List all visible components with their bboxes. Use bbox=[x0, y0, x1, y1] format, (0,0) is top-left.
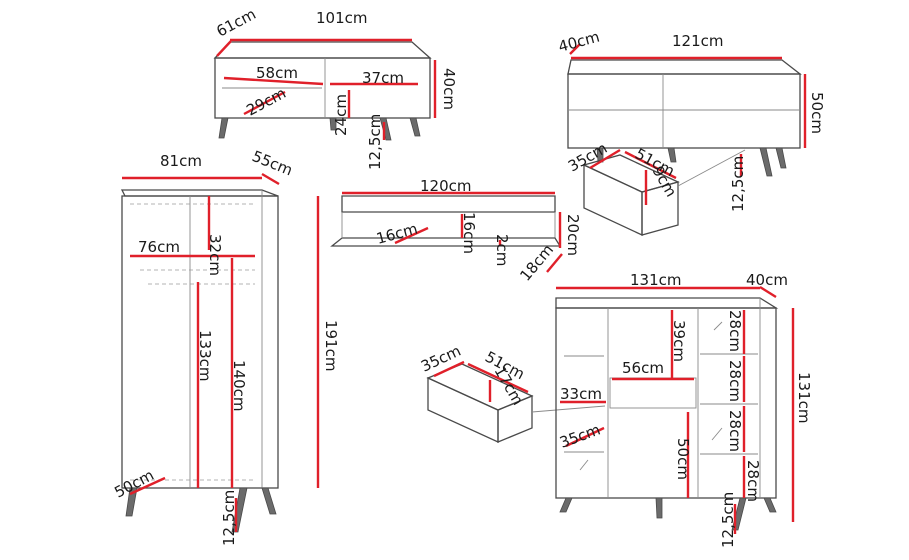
highboard-height-label: 131cm bbox=[795, 372, 813, 424]
tv-stand-depth-label: 40cm bbox=[556, 28, 601, 56]
coffee-table-leg-height-label: 12,5cm bbox=[366, 114, 384, 170]
depth-measure-line bbox=[216, 40, 232, 57]
highboard-shelf-3-label: 28cm bbox=[726, 410, 744, 452]
wardrobe-body bbox=[121, 195, 279, 489]
inner-depth-measure-line bbox=[243, 90, 286, 116]
wardrobe-inner-height-label: 140cm bbox=[230, 360, 248, 412]
highboard-leg-height-label: 12,5cm bbox=[719, 492, 737, 548]
tv-stand-leg-height-label: 12,5cm bbox=[729, 156, 747, 212]
inner-depth-measure-line bbox=[394, 226, 429, 245]
tv-stand-leg bbox=[596, 147, 604, 163]
wardrobe-leg bbox=[261, 487, 277, 515]
tv-stand-drawer-depth-label: 35cm bbox=[565, 139, 610, 176]
tv-stand-drawer-side bbox=[641, 181, 679, 236]
drawer-depth-measure-line bbox=[433, 360, 465, 378]
wardrobe-depth-label: 55cm bbox=[250, 147, 296, 179]
shelf-inner-depth-label: 16cm bbox=[374, 220, 419, 248]
drawer-depth-measure-line bbox=[589, 148, 621, 170]
tv-stand-width-label: 121cm bbox=[672, 32, 724, 50]
coffee-table-leg bbox=[409, 117, 421, 137]
highboard-drawer-width-label: 56cm bbox=[622, 359, 664, 377]
highboard: 131cm 40cm 131cm 39cm 56cm 33cm 35cm 50c… bbox=[555, 271, 813, 548]
highboard-shelf-1-label: 28cm bbox=[726, 310, 744, 352]
tv-stand-leg bbox=[775, 147, 787, 169]
tv-stand-drawer-front bbox=[583, 163, 643, 237]
wall-shelf: 120cm 20cm 18cm 16cm 16cm 2cm bbox=[330, 177, 582, 285]
coffee-table-body bbox=[214, 57, 431, 119]
coffee-table-inner-width-label: 58cm bbox=[256, 64, 298, 82]
highboard-shelf-depth-label: 35cm bbox=[557, 420, 603, 451]
drawer-width-measure-line bbox=[467, 362, 529, 394]
tv-stand: 121cm 40cm 50cm 12,5cm 35cm 51cm 9cm bbox=[556, 28, 826, 237]
highboard-shelf-4-label: 28cm bbox=[744, 460, 762, 502]
drawer-pointer bbox=[531, 405, 606, 413]
coffee-table-leg bbox=[218, 117, 229, 139]
coffee-table-inner-depth-label: 29cm bbox=[243, 84, 288, 120]
wardrobe-height-label: 191cm bbox=[322, 320, 340, 372]
drawer-side bbox=[497, 395, 533, 443]
highboard-depth-label: 40cm bbox=[746, 271, 788, 289]
wardrobe-leg bbox=[125, 487, 138, 517]
highboard-side-width-label: 33cm bbox=[560, 385, 602, 403]
shelf-width-label: 120cm bbox=[420, 177, 472, 195]
tv-stand-height-label: 50cm bbox=[808, 92, 826, 134]
highboard-drawer bbox=[609, 377, 697, 409]
shelf-inner-height-label: 16cm bbox=[460, 212, 478, 254]
depth-measure-line bbox=[759, 285, 777, 299]
depth-measure-line bbox=[546, 253, 563, 273]
shelf-depth-measure-line bbox=[129, 476, 166, 496]
shelf-height-label: 20cm bbox=[564, 214, 582, 256]
shelf-bottom-board bbox=[330, 237, 562, 247]
glass-reflection bbox=[713, 321, 723, 331]
tv-stand-top-surface bbox=[567, 59, 802, 75]
glass-reflection bbox=[579, 459, 589, 471]
coffee-table-height-label: 40cm bbox=[440, 68, 458, 110]
wardrobe: 81cm 55cm 191cm 32cm 76cm 133cm 140cm 50… bbox=[111, 147, 340, 546]
wardrobe-leg-height-label: 12,5cm bbox=[220, 490, 238, 546]
tv-stand-leg bbox=[667, 147, 677, 163]
highboard-shelf-2-label: 28cm bbox=[726, 360, 744, 402]
coffee-table-top-surface bbox=[213, 41, 432, 59]
glass-reflection bbox=[711, 427, 723, 441]
highboard-leg bbox=[763, 497, 777, 513]
wardrobe-top bbox=[120, 189, 279, 197]
wardrobe-rail-width-label: 76cm bbox=[138, 238, 180, 256]
highboard-width-label: 131cm bbox=[630, 271, 682, 289]
drawer-width-measure-line bbox=[624, 150, 677, 180]
tv-stand-body bbox=[567, 73, 801, 149]
wardrobe-top-compartment-label: 32cm bbox=[206, 234, 224, 276]
wardrobe-width-label: 81cm bbox=[160, 152, 202, 170]
drawer-front bbox=[427, 376, 499, 444]
drawer-depth-label: 35cm bbox=[418, 342, 464, 376]
tv-stand-leg bbox=[759, 147, 773, 177]
highboard-lower-height-label: 50cm bbox=[674, 438, 692, 480]
inner-width-measure-line bbox=[223, 76, 324, 86]
coffee-table-leg bbox=[329, 117, 337, 131]
highboard-leg bbox=[559, 497, 573, 513]
highboard-top-compartment-label: 39cm bbox=[670, 320, 688, 362]
coffee-table-side-width-label: 37cm bbox=[362, 69, 404, 87]
highboard-leg bbox=[655, 497, 663, 519]
tv-stand-drawer-height-label: 9cm bbox=[649, 163, 681, 200]
shelf-depth-label: 18cm bbox=[516, 241, 557, 285]
depth-measure-line bbox=[261, 172, 280, 186]
tv-stand-drawer-pointer bbox=[677, 149, 746, 187]
highboard-body bbox=[555, 307, 777, 499]
coffee-table-width-label: 101cm bbox=[316, 9, 368, 27]
shelf-board-label: 2cm bbox=[493, 234, 511, 266]
highboard-top bbox=[555, 297, 779, 309]
depth-measure-line bbox=[569, 43, 581, 55]
coffee-table-inner-height-label: 24cm bbox=[332, 94, 350, 136]
coffee-table: 101cm 61cm 40cm 58cm 29cm 37cm 24cm 12,5… bbox=[213, 5, 458, 170]
shelf-top-board bbox=[341, 195, 556, 213]
wardrobe-door-height-label: 133cm bbox=[196, 330, 214, 382]
coffee-table-depth-label: 61cm bbox=[213, 5, 258, 41]
shelf-depth-measure-line bbox=[565, 426, 605, 448]
